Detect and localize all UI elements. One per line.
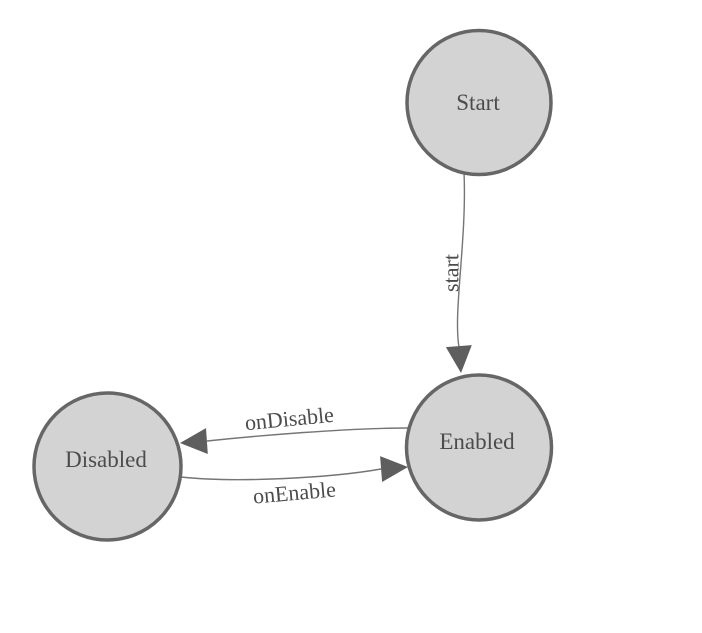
edge-disabled-to-enabled: onEnable xyxy=(180,456,408,509)
edge-label-start: start xyxy=(439,254,464,292)
edge-line-disabled-to-enabled xyxy=(180,468,382,481)
edge-label-onenable: onEnable xyxy=(252,476,337,508)
state-label-enabled: Enabled xyxy=(439,429,515,454)
arrowhead-disabled-to-enabled-icon xyxy=(380,456,408,482)
state-label-disabled: Disabled xyxy=(65,447,147,472)
edge-label-ondisable: onDisable xyxy=(244,402,335,435)
arrowhead-enabled-to-disabled-icon xyxy=(180,428,208,454)
state-node-start: Start xyxy=(405,28,553,177)
state-node-enabled: Enabled xyxy=(404,373,554,522)
edge-start-to-enabled: start xyxy=(439,171,472,373)
state-node-disabled: Disabled xyxy=(32,391,183,542)
arrowhead-start-to-enabled-icon xyxy=(445,345,472,373)
state-circle-start xyxy=(405,28,553,177)
state-label-start: Start xyxy=(456,90,500,115)
state-circle-enabled xyxy=(404,373,554,522)
state-circle-disabled xyxy=(32,391,183,542)
edge-enabled-to-disabled: onDisable xyxy=(180,402,410,454)
edge-line-enabled-to-disabled xyxy=(206,427,410,442)
edge-line-start-to-enabled xyxy=(456,171,466,348)
